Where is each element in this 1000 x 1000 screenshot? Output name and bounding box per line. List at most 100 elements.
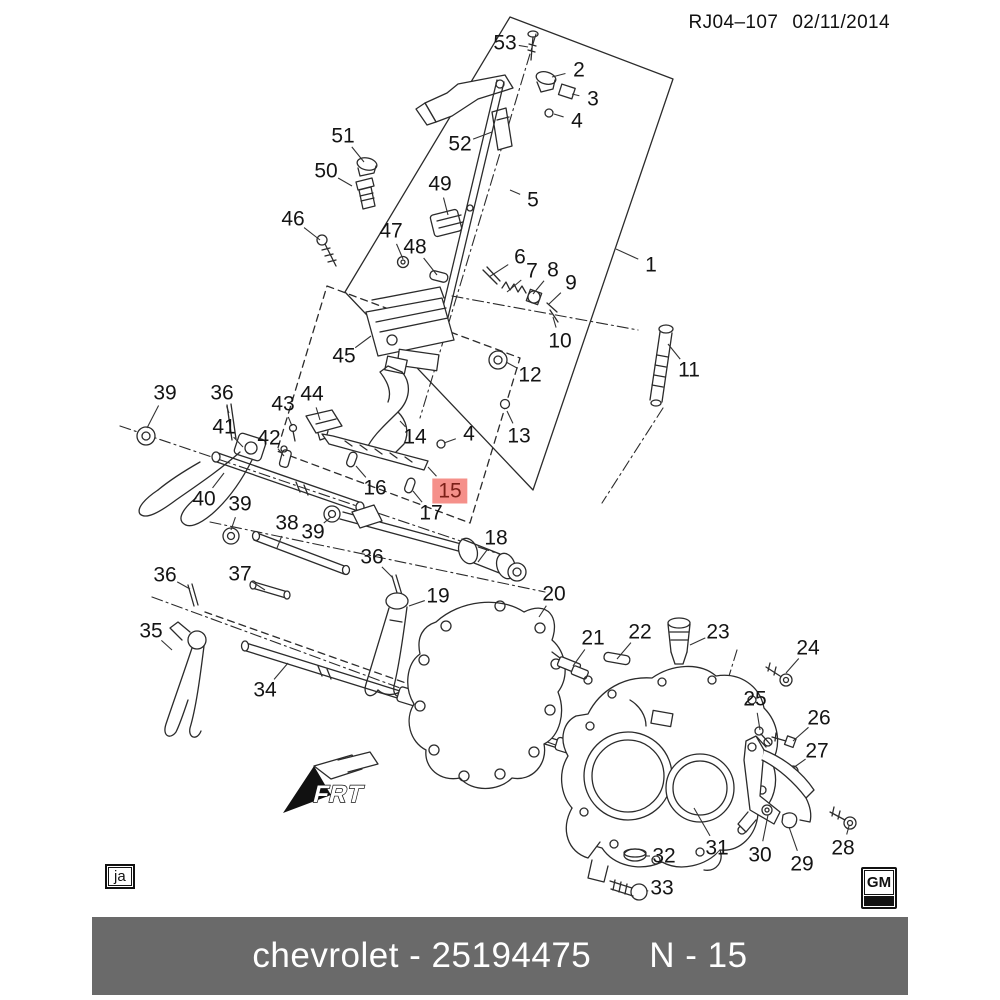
callout-26: 26 <box>807 706 831 730</box>
callout-24: 24 <box>796 636 820 660</box>
part-transaxle-case <box>561 665 779 883</box>
leader-line-3 <box>571 93 580 97</box>
gm-logo-bar <box>864 896 894 906</box>
callout-19: 19 <box>426 584 450 608</box>
footer-bar: chevrolet - 25194475 N - 15 <box>92 917 908 995</box>
leader-line-42 <box>277 448 285 457</box>
callout-29: 29 <box>790 852 814 876</box>
leader-line-10 <box>552 316 557 328</box>
leader-line-53 <box>518 44 529 48</box>
callout-33: 33 <box>650 876 674 900</box>
footer-page-code: N - 15 <box>649 936 748 975</box>
leader-line-22 <box>616 642 632 660</box>
leader-line-31 <box>693 807 711 837</box>
leader-line-14 <box>399 420 406 428</box>
gm-logo-text: GM <box>864 870 894 895</box>
callout-18: 18 <box>484 526 508 550</box>
leader-line-17 <box>412 490 423 503</box>
callout-37: 37 <box>228 562 252 586</box>
leader-lines <box>146 44 850 892</box>
leader-line-12 <box>505 361 518 369</box>
callout-35: 35 <box>139 619 163 643</box>
frt-marker: FRT <box>283 751 379 813</box>
callout-22: 22 <box>628 620 652 644</box>
leader-line-1 <box>615 248 639 260</box>
leader-line-11 <box>667 343 681 360</box>
callout-39: 39 <box>228 492 252 516</box>
leader-line-52 <box>472 131 493 140</box>
leader-line-13 <box>506 410 514 424</box>
leader-line-45 <box>354 335 372 349</box>
leader-line-4 <box>443 438 457 444</box>
leader-line-6 <box>488 264 509 278</box>
callout-8: 8 <box>547 258 559 282</box>
leader-line-9 <box>548 292 562 305</box>
leader-line-51 <box>351 146 365 163</box>
callout-36: 36 <box>360 545 384 569</box>
leader-line-8 <box>532 280 545 295</box>
callout-40: 40 <box>192 487 216 511</box>
leader-line-19 <box>408 600 425 607</box>
part-selector-mechanism <box>365 266 674 453</box>
callout-17: 17 <box>419 501 443 525</box>
leader-line-27 <box>792 758 806 769</box>
callout-6: 6 <box>514 245 526 269</box>
leader-line-46 <box>303 227 321 241</box>
callout-47: 47 <box>379 219 403 243</box>
callout-36: 36 <box>210 381 234 405</box>
callout-4: 4 <box>463 422 475 446</box>
leader-line-36 <box>226 406 230 414</box>
leader-line-5 <box>509 189 521 195</box>
callout-48: 48 <box>403 235 427 259</box>
callout-23: 23 <box>706 620 730 644</box>
callout-12: 12 <box>518 363 542 387</box>
subassembly-outline-dashed <box>204 285 521 689</box>
footer-catalog-line: chevrolet - 25194475 <box>252 936 592 975</box>
callout-15-highlighted: 15 <box>432 478 468 504</box>
callout-13: 13 <box>507 424 531 448</box>
leader-line-21 <box>572 649 586 667</box>
page-header: RJ04–107 02/11/2014 <box>688 12 890 34</box>
callout-9: 9 <box>565 271 577 295</box>
document-code: RJ04–107 <box>688 12 779 33</box>
callout-36: 36 <box>153 563 177 587</box>
callout-51: 51 <box>331 124 355 148</box>
callout-14: 14 <box>403 425 427 449</box>
callout-31: 31 <box>705 836 729 860</box>
callout-11: 11 <box>678 358 700 382</box>
callout-7: 7 <box>526 259 538 283</box>
leader-line-43 <box>287 416 293 427</box>
leader-line-37 <box>251 581 266 591</box>
callout-25: 25 <box>743 687 767 711</box>
frt-label: FRT <box>311 781 367 808</box>
callout-43: 43 <box>271 392 295 416</box>
panel-outline-1 <box>344 16 674 491</box>
leader-line-44 <box>315 407 321 421</box>
callout-28: 28 <box>831 836 855 860</box>
part-right-hardware <box>551 617 857 901</box>
callout-4: 4 <box>571 109 583 133</box>
callout-2: 2 <box>573 58 585 82</box>
leader-line-49 <box>442 197 449 216</box>
callout-27: 27 <box>805 739 829 763</box>
leader-line-26 <box>792 726 809 742</box>
leader-line-18 <box>477 548 489 563</box>
callout-30: 30 <box>748 843 772 867</box>
callout-50: 50 <box>314 159 338 183</box>
leader-line-36 <box>176 581 191 590</box>
leader-line-39 <box>323 516 332 524</box>
leader-line-20 <box>538 605 547 618</box>
callout-39: 39 <box>301 520 325 544</box>
leader-line-39 <box>146 405 160 429</box>
leader-line-15 <box>427 466 437 477</box>
callout-38: 38 <box>275 511 299 535</box>
language-code: ja <box>114 868 126 885</box>
callout-21: 21 <box>581 626 605 650</box>
leader-line-29 <box>788 826 798 851</box>
leader-line-7 <box>506 279 522 293</box>
gm-logo: GM <box>861 867 897 909</box>
leader-line-36 <box>381 566 394 579</box>
callout-44: 44 <box>300 382 324 406</box>
callout-32: 32 <box>652 844 676 868</box>
